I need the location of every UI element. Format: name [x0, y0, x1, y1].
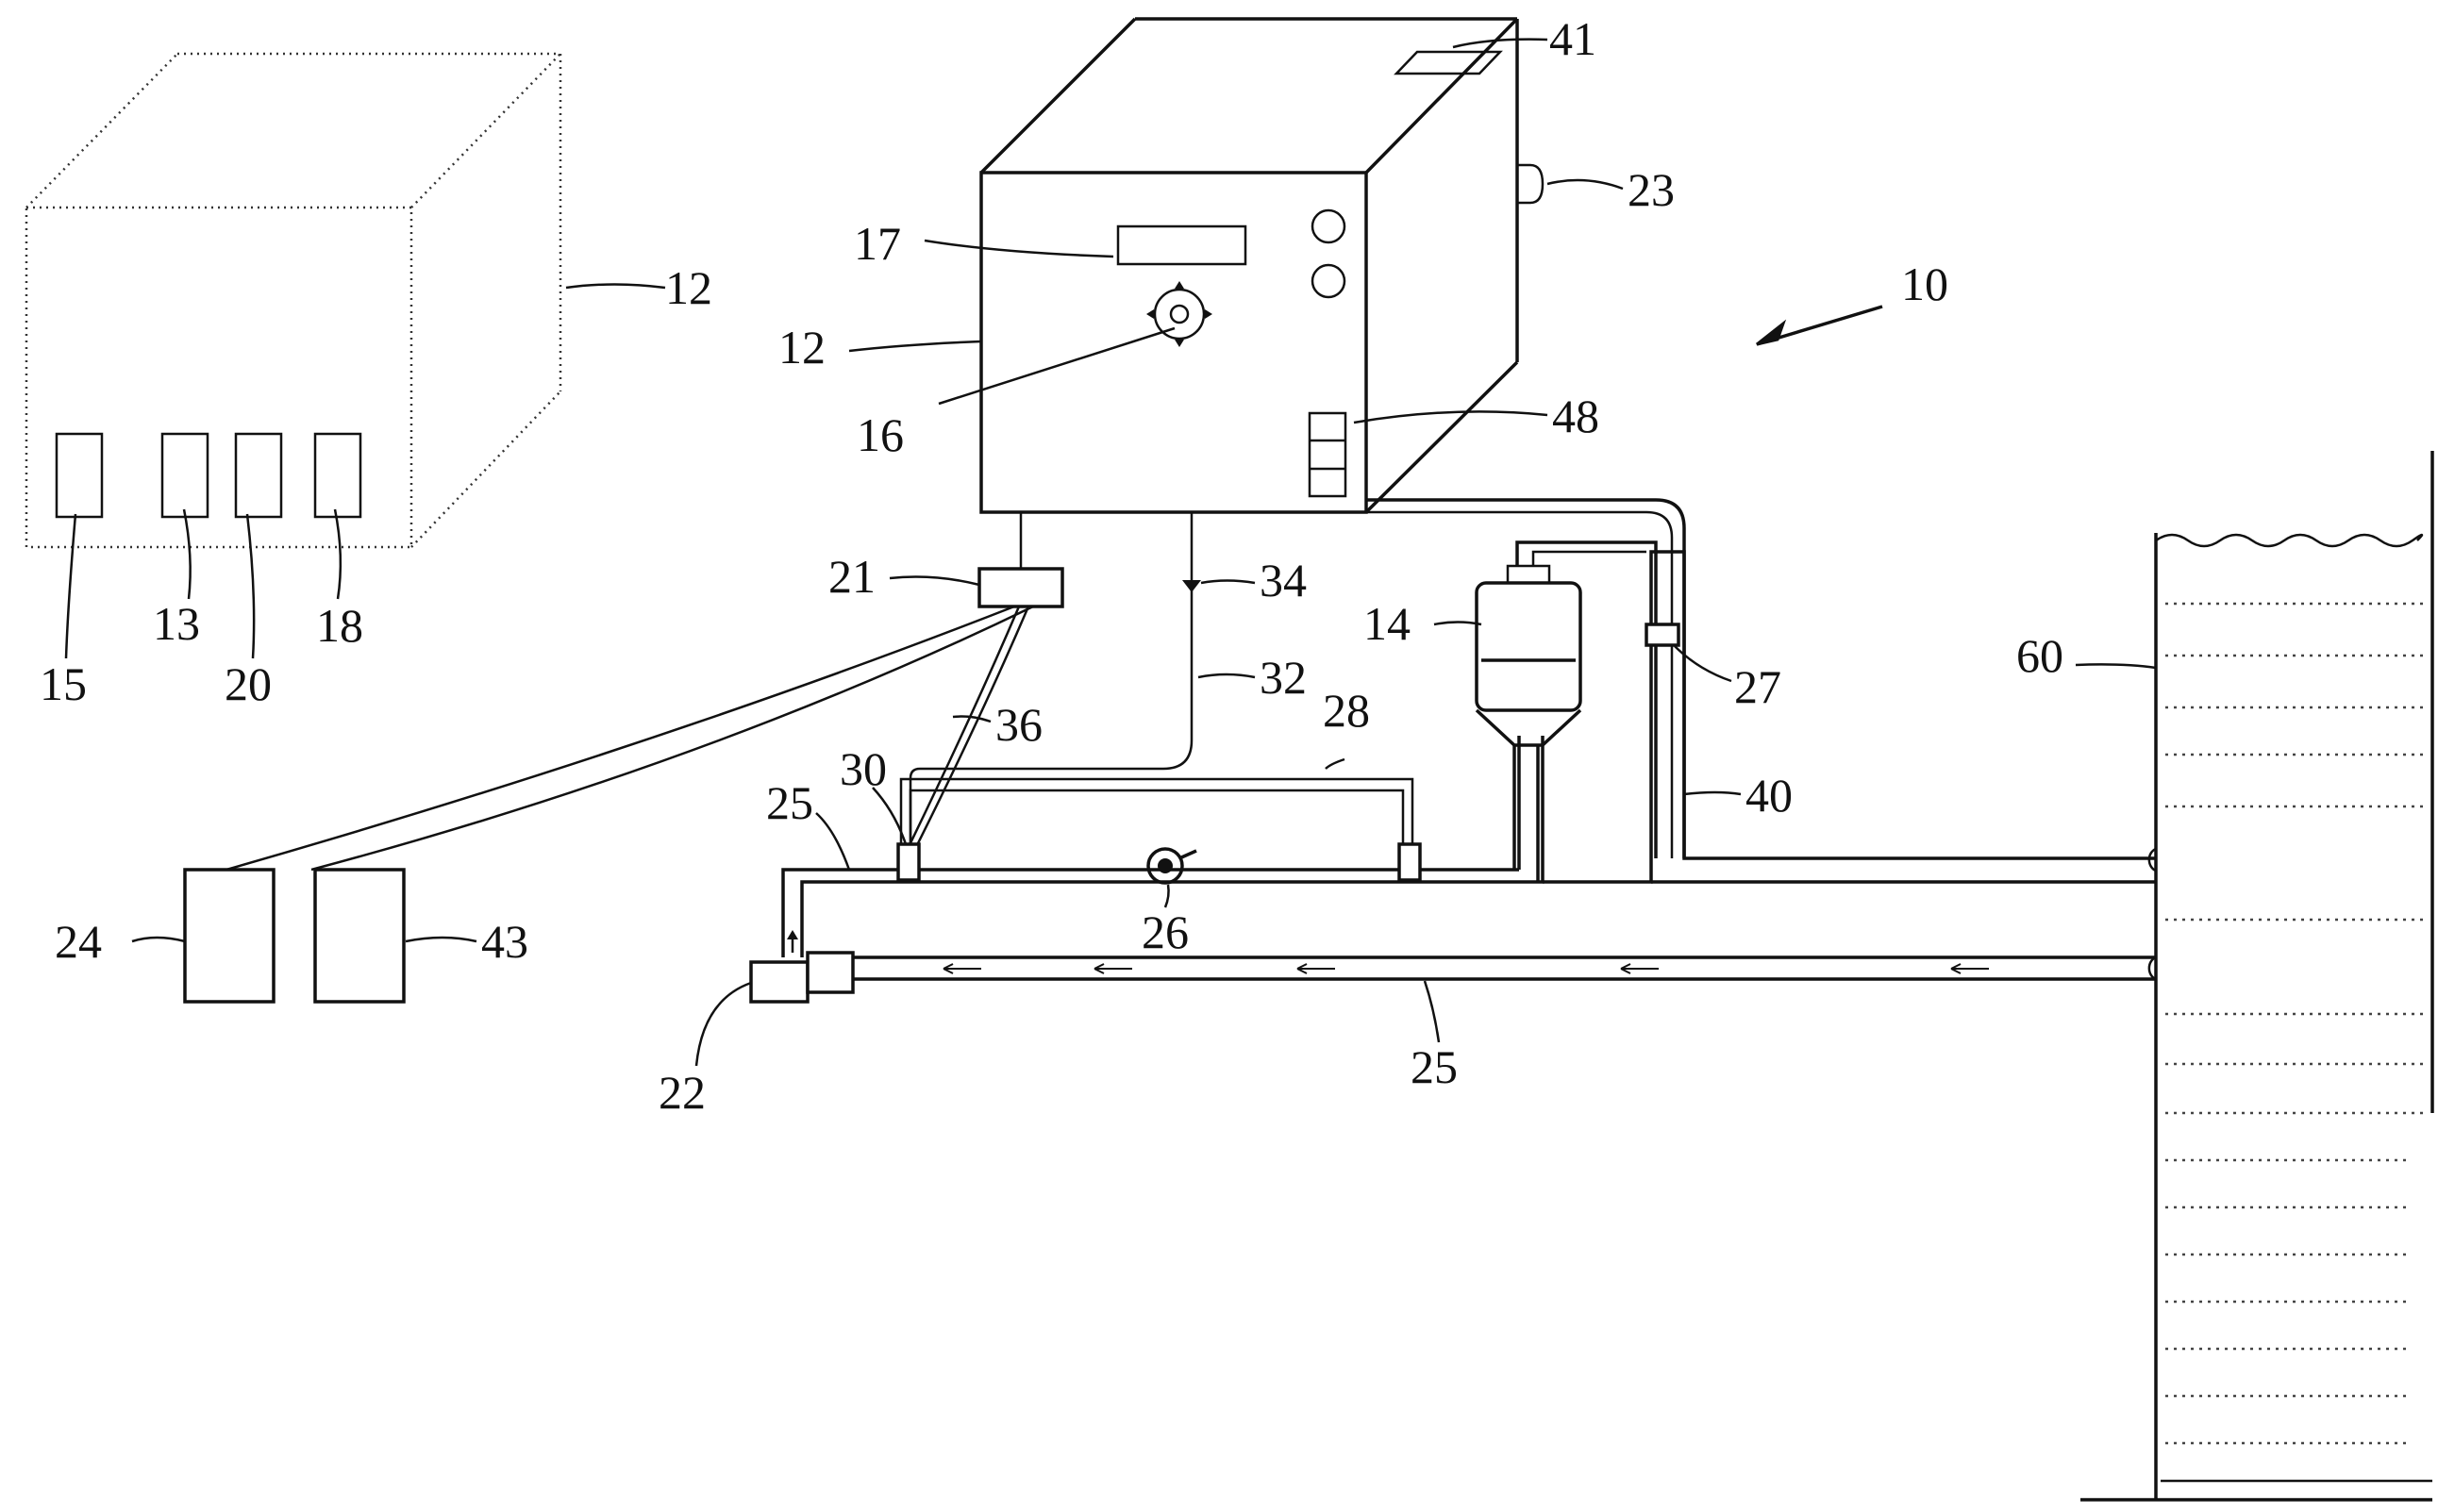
- label-23: 23: [1628, 163, 1675, 216]
- indicator-stack: [1308, 411, 1347, 498]
- label-17: 17: [854, 217, 901, 270]
- leader-lines: [64, 38, 2157, 1067]
- label-25-lower: 25: [1411, 1040, 1458, 1093]
- line-40: [1366, 498, 1686, 858]
- label-28: 28: [1323, 684, 1370, 737]
- remote-button-20: [234, 432, 283, 519]
- line-32: [909, 512, 1201, 844]
- box-43: [313, 868, 406, 1004]
- top-panel-41: [1394, 50, 1503, 75]
- check-marker-34: [1182, 580, 1201, 592]
- remote-button-18: [313, 432, 362, 519]
- knob-lower: [1311, 263, 1346, 299]
- knob-upper: [1311, 208, 1346, 244]
- box-24: [183, 868, 276, 1004]
- label-14: 14: [1363, 597, 1411, 650]
- label-21: 21: [828, 550, 876, 603]
- supply-pipe-lower: [749, 930, 2156, 1004]
- label-10: 10: [1901, 258, 1948, 310]
- valve-bypass-right: [1397, 842, 1422, 882]
- label-43: 43: [481, 915, 528, 968]
- valve-30: [896, 842, 921, 882]
- label-60: 60: [2016, 629, 2063, 682]
- controller-cabinet: [979, 17, 1545, 514]
- label-22: 22: [659, 1066, 706, 1119]
- label-13: 13: [153, 597, 200, 650]
- label-34: 34: [1260, 554, 1307, 606]
- cables: [225, 512, 1064, 872]
- pump-22: [749, 960, 810, 1004]
- label-25-upper: 25: [766, 776, 813, 829]
- pool-60: [2080, 451, 2434, 1502]
- label-41: 41: [1549, 12, 1596, 65]
- label-32: 32: [1260, 651, 1307, 704]
- pump-26: [1146, 847, 1184, 885]
- label-27: 27: [1734, 660, 1781, 713]
- label-26: 26: [1142, 906, 1189, 958]
- label-24: 24: [55, 915, 102, 968]
- label-36: 36: [995, 698, 1043, 751]
- label-30: 30: [840, 742, 887, 795]
- valve-27: [1645, 623, 1680, 647]
- label-40: 40: [1745, 769, 1793, 822]
- remote-control-box: [25, 52, 562, 549]
- filter-14: [1475, 540, 1658, 882]
- label-18: 18: [316, 599, 363, 652]
- side-knob-23: [1515, 163, 1545, 205]
- supply-pipe-upper: [781, 550, 2156, 957]
- label-20: 20: [225, 657, 272, 710]
- label-15: 15: [40, 657, 87, 710]
- label-12-cabinet: 12: [778, 321, 826, 374]
- bypass-28: [899, 777, 1414, 849]
- label-48: 48: [1552, 390, 1599, 442]
- reference-labels: 41 23 17 12 12 10 16 48 15 13 20 18 21 3…: [40, 12, 2063, 1119]
- navigation-pad: [1146, 281, 1212, 347]
- remote-button-15: [55, 432, 104, 519]
- junction-box-21: [977, 567, 1064, 608]
- remote-button-13: [160, 432, 209, 519]
- label-12-remote: 12: [665, 261, 712, 314]
- display-panel: [1116, 224, 1247, 266]
- label-16: 16: [857, 408, 904, 461]
